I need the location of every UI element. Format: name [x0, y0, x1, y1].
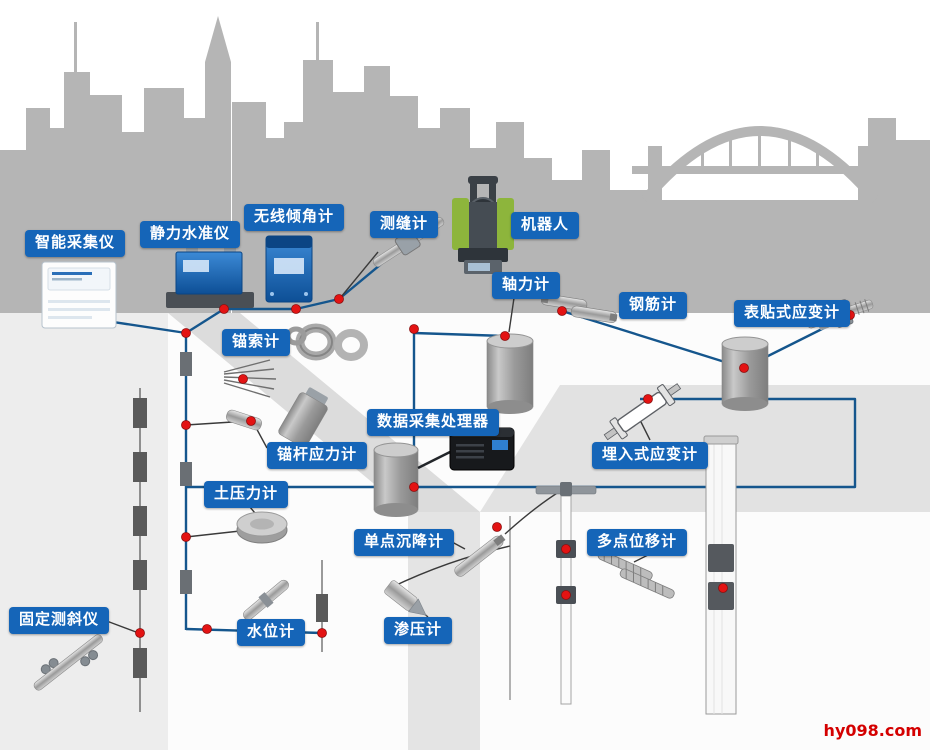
- displacement-anchors: [597, 550, 675, 599]
- rebar-steel-cylinder: [721, 336, 769, 411]
- label-rebar-meter: 钢筋计: [619, 292, 688, 320]
- label-robot: 机器人: [511, 212, 580, 240]
- multi-point-displacement-device: [703, 435, 739, 715]
- smart-collector-device: [41, 261, 117, 329]
- anchor-cable-meter-device: [285, 323, 368, 361]
- earth-pressure-meter-device: [236, 511, 288, 544]
- anchor-strands: [223, 359, 277, 398]
- label-crack-meter: 测缝计: [370, 211, 439, 239]
- processor-cylinder: [373, 442, 419, 517]
- anchor-rod-device: [278, 387, 328, 448]
- label-axial-force-meter: 轴力计: [492, 272, 561, 300]
- watermark: hy098.com: [823, 721, 922, 740]
- label-water-level-meter: 水位计: [237, 619, 306, 647]
- label-earth-pressure-meter: 土压力计: [204, 481, 289, 509]
- axial-force-meter-device: [486, 333, 534, 414]
- label-wireless-inclinometer: 无线倾角计: [244, 204, 345, 232]
- label-single-point-settlement: 单点沉降计: [354, 529, 455, 557]
- osmometer-device: [384, 580, 427, 616]
- single-point-settlement-device: [535, 482, 597, 705]
- label-surface-strain-gauge: 表贴式应变计: [734, 300, 851, 328]
- label-smart-collector: 智能采集仪: [25, 230, 126, 258]
- water-level-device: [243, 579, 289, 621]
- label-embedded-strain-gauge: 埋入式应变计: [592, 442, 709, 470]
- embedded-strain-gauge-device: [603, 383, 682, 441]
- label-multi-point-displacement: 多点位移计: [587, 529, 688, 557]
- wireless-inclinometer-device: [265, 235, 313, 303]
- label-anchor-rod-stress-meter: 锚杆应力计: [267, 442, 368, 470]
- robot-total-station-device: [452, 176, 514, 274]
- label-anchor-cable-meter: 锚索计: [222, 329, 291, 357]
- label-data-processor: 数据采集处理器: [367, 409, 500, 437]
- label-fixed-inclinometer: 固定测斜仪: [9, 607, 110, 635]
- settlement-sensor: [454, 534, 506, 577]
- inclinometer-probe: [33, 634, 103, 691]
- label-static-level: 静力水准仪: [140, 221, 241, 249]
- cable-sensor-segments: [180, 352, 192, 594]
- harbour-bridge-icon: [632, 126, 888, 206]
- label-osmometer: 渗压计: [384, 617, 453, 645]
